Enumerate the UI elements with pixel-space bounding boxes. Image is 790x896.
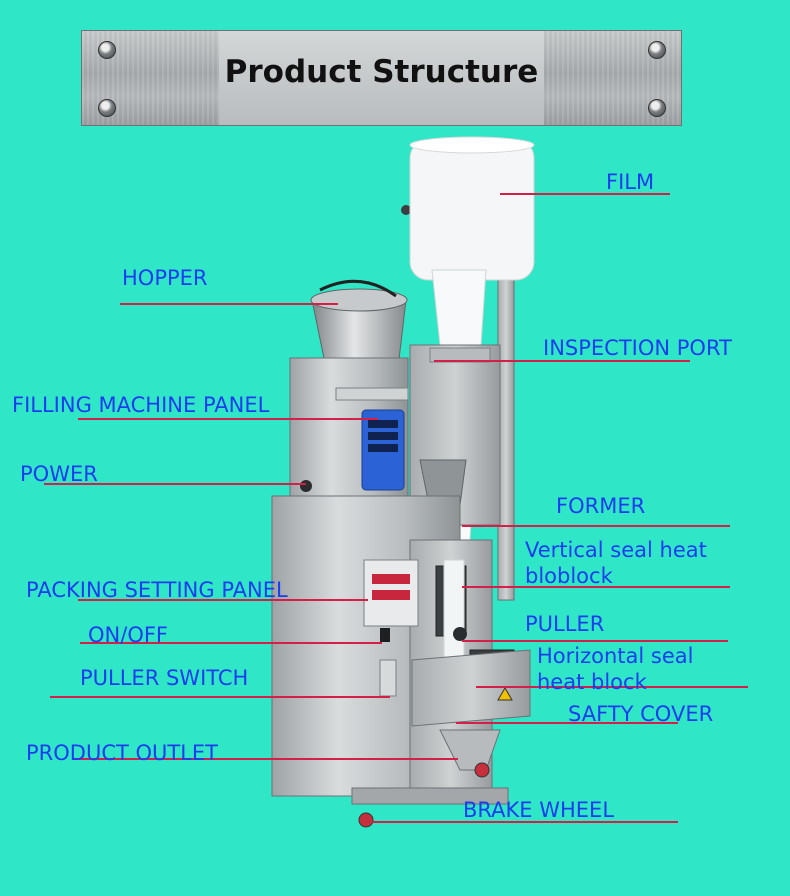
label-power: POWER xyxy=(20,462,98,486)
leader-line-hopper xyxy=(120,303,338,305)
leader-line-horizontal-seal xyxy=(476,686,748,688)
label-puller: PULLER xyxy=(525,612,605,636)
label-filling-machine-panel: FILLING MACHINE PANEL xyxy=(12,393,270,417)
leader-line-packing-panel xyxy=(78,599,368,601)
on-off-switch xyxy=(380,628,390,642)
label-vertical-seal: Vertical seal heat bloblock xyxy=(525,538,707,589)
label-hopper: HOPPER xyxy=(122,266,208,290)
leader-line-product-outlet xyxy=(72,758,458,760)
label-packing-setting-panel: PACKING SETTING PANEL xyxy=(26,578,288,602)
power-switch-icon xyxy=(300,480,312,492)
leader-line-filling-panel xyxy=(78,418,378,420)
warning-triangle-icon xyxy=(497,687,513,701)
screw-icon xyxy=(648,41,666,59)
film-roll-face xyxy=(409,136,535,154)
screw-icon xyxy=(648,99,666,117)
screw-icon xyxy=(98,99,116,117)
label-puller-switch: PULLER SWITCH xyxy=(80,666,249,690)
puller-roller xyxy=(453,627,467,641)
screw-icon xyxy=(98,41,116,59)
leader-line-power xyxy=(44,483,306,485)
leader-line-puller-switch xyxy=(50,696,390,698)
title-plate-center xyxy=(219,31,544,125)
machine-base xyxy=(351,787,509,805)
leader-line-on-off xyxy=(80,642,382,644)
page-title: Product Structure xyxy=(224,54,539,90)
filling-top-strip xyxy=(335,387,409,401)
safety-cover xyxy=(411,649,531,727)
inspection-port xyxy=(429,347,491,363)
leader-line-film xyxy=(500,193,670,195)
leader-line-former xyxy=(462,525,730,527)
leader-line-inspection-port xyxy=(434,360,690,362)
hopper-rim xyxy=(310,288,408,312)
leader-line-puller xyxy=(462,640,728,642)
film-roll xyxy=(409,139,535,281)
leader-line-brake-wheel xyxy=(372,821,678,823)
label-on-off: ON/OFF xyxy=(88,623,169,647)
label-inspection-port: INSPECTION PORT xyxy=(543,336,732,360)
leader-line-vertical-seal xyxy=(462,586,730,588)
puller-switch xyxy=(379,659,397,697)
label-brake-wheel: BRAKE WHEEL xyxy=(463,798,615,822)
wheel-icon xyxy=(474,762,490,778)
label-product-outlet: PRODUCT OUTLET xyxy=(26,741,219,765)
title-plate: Product Structure xyxy=(81,30,682,126)
hopper-cable xyxy=(319,279,397,298)
label-film: FILM xyxy=(606,170,655,194)
label-horizontal-seal: Horizontal seal heat block xyxy=(537,644,694,695)
leader-line-safety-cover xyxy=(456,722,678,724)
label-safety-cover: SAFTY COVER xyxy=(568,702,714,726)
shaft-knob xyxy=(401,205,411,215)
brake-wheel-icon xyxy=(358,812,374,828)
label-former: FORMER xyxy=(556,494,646,518)
